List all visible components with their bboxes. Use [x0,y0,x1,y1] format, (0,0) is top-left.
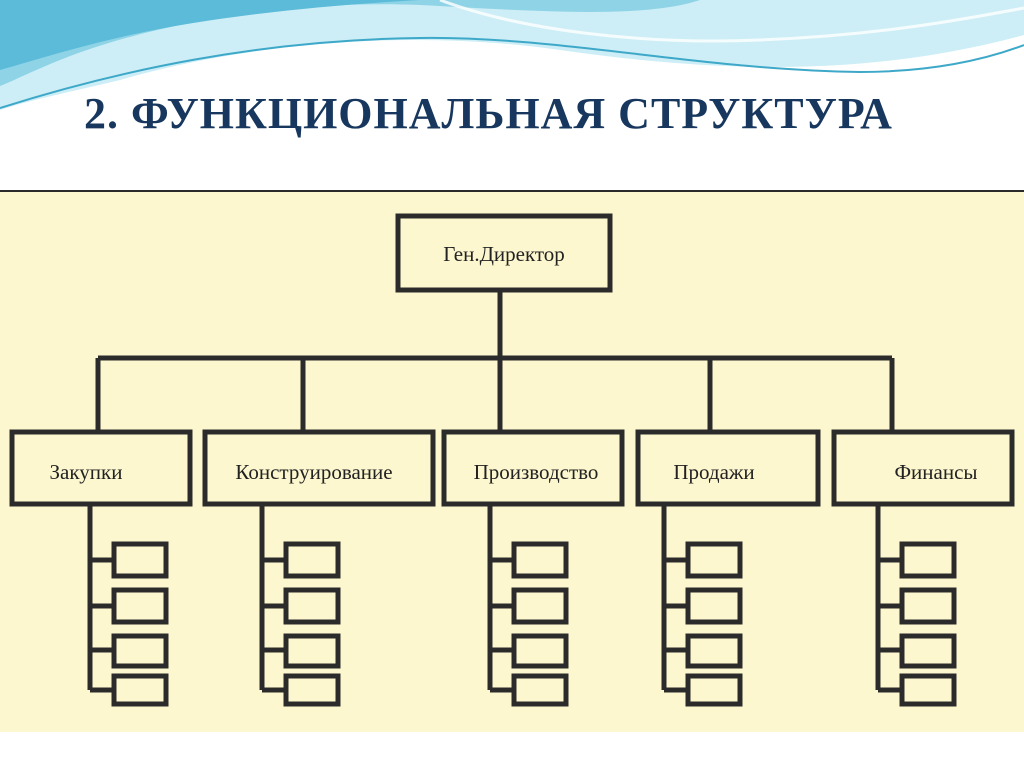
root-node: Ген.Директор [395,213,613,293]
dept-node-prodazhi: Продажи [635,429,821,507]
dept-label: Финансы [894,460,977,484]
wave-decoration [0,0,1024,110]
subunits-zakupki [87,504,169,707]
root-label: Ген.Директор [443,242,565,266]
dept-node-zakupki: Закупки [9,429,193,507]
dept-node-konstruirovanie: Конструирование [202,429,436,507]
org-chart: Ген.Директор Закупки Конструирование Про… [9,213,1015,707]
connectors [95,290,895,432]
subunits-konstruirovanie [259,504,341,707]
dept-node-proizvodstvo: Производство [441,429,625,507]
dept-label: Конструирование [235,460,392,484]
subunits-prodazhi [661,504,743,707]
slide-title: 2. ФУНКЦИОНАЛЬНАЯ СТРУКТУРА [84,89,893,138]
org-chart-panel: Ген.Директор Закупки Конструирование Про… [0,190,1024,732]
subunits-proizvodstvo [487,504,569,707]
dept-node-finansy: Финансы [831,429,1015,507]
subunits-finansy [875,504,957,707]
dept-label: Продажи [673,460,754,484]
dept-label: Закупки [50,460,123,484]
dept-label: Производство [474,460,599,484]
